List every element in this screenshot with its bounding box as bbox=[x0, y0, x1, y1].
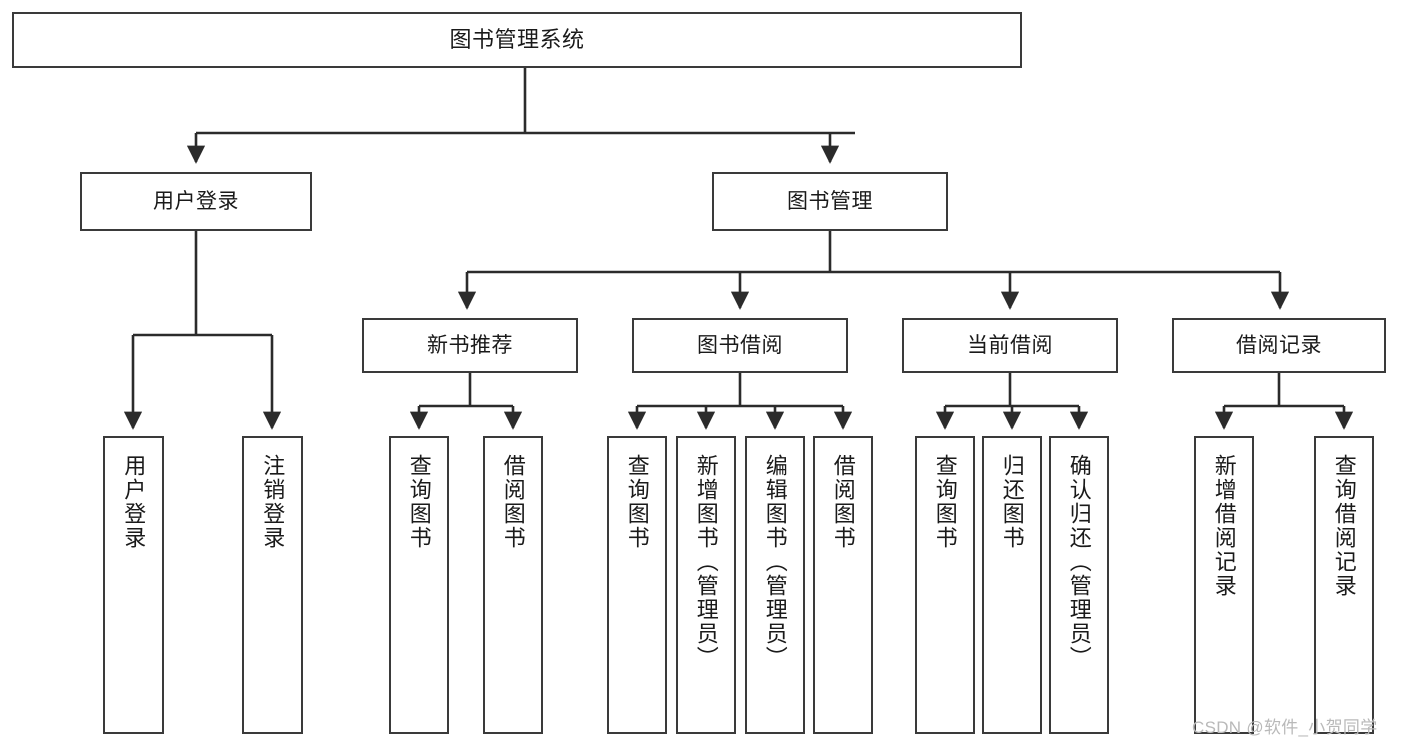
leaf-record-add-label: 新增借阅记录 bbox=[1211, 454, 1237, 598]
leaf-user-login-logout[interactable]: 注销登录 bbox=[242, 436, 303, 734]
leaf-record-query-label: 查询借阅记录 bbox=[1331, 454, 1357, 598]
leaf-borrow-add-book-label: 新增图书（管理员） bbox=[693, 454, 719, 670]
leaf-record-add[interactable]: 新增借阅记录 bbox=[1194, 436, 1254, 734]
watermark: CSDN @软件_小贺同学 bbox=[1192, 718, 1378, 737]
leaf-borrow-borrow-book[interactable]: 借阅图书 bbox=[813, 436, 873, 734]
leaf-current-query[interactable]: 查询图书 bbox=[915, 436, 975, 734]
leaf-record-query[interactable]: 查询借阅记录 bbox=[1314, 436, 1374, 734]
leaf-new-book-borrow[interactable]: 借阅图书 bbox=[483, 436, 543, 734]
node-book-borrow-label: 图书借阅 bbox=[697, 333, 783, 357]
node-book-borrow[interactable]: 图书借阅 bbox=[632, 318, 848, 373]
leaf-borrow-borrow-book-label: 借阅图书 bbox=[830, 454, 856, 550]
leaf-user-login-logout-label: 注销登录 bbox=[260, 454, 286, 550]
leaf-current-return-label: 归还图书 bbox=[999, 454, 1025, 550]
leaf-borrow-query-label: 查询图书 bbox=[624, 454, 650, 550]
node-book-management[interactable]: 图书管理 bbox=[712, 172, 948, 231]
leaf-new-book-borrow-label: 借阅图书 bbox=[500, 454, 526, 550]
leaf-current-confirm-return[interactable]: 确认归还（管理员） bbox=[1049, 436, 1109, 734]
node-root-label: 图书管理系统 bbox=[449, 26, 585, 52]
leaf-current-confirm-return-label: 确认归还（管理员） bbox=[1066, 454, 1092, 670]
node-new-book-recommend-label: 新书推荐 bbox=[427, 333, 513, 357]
node-current-borrow[interactable]: 当前借阅 bbox=[902, 318, 1118, 373]
leaf-borrow-edit-book[interactable]: 编辑图书（管理员） bbox=[745, 436, 805, 734]
node-book-management-label: 图书管理 bbox=[787, 189, 873, 213]
node-root[interactable]: 图书管理系统 bbox=[12, 12, 1022, 68]
leaf-new-book-query-label: 查询图书 bbox=[406, 454, 432, 550]
leaf-borrow-query[interactable]: 查询图书 bbox=[607, 436, 667, 734]
leaf-new-book-query[interactable]: 查询图书 bbox=[389, 436, 449, 734]
leaf-current-query-label: 查询图书 bbox=[932, 454, 958, 550]
node-new-book-recommend[interactable]: 新书推荐 bbox=[362, 318, 578, 373]
leaf-user-login-login[interactable]: 用户登录 bbox=[103, 436, 164, 734]
leaf-current-return[interactable]: 归还图书 bbox=[982, 436, 1042, 734]
leaf-borrow-edit-book-label: 编辑图书（管理员） bbox=[762, 454, 788, 670]
node-user-login-label: 用户登录 bbox=[153, 189, 239, 213]
leaf-borrow-add-book[interactable]: 新增图书（管理员） bbox=[676, 436, 736, 734]
leaf-user-login-login-label: 用户登录 bbox=[121, 454, 147, 550]
node-borrow-record[interactable]: 借阅记录 bbox=[1172, 318, 1386, 373]
node-user-login[interactable]: 用户登录 bbox=[80, 172, 312, 231]
node-current-borrow-label: 当前借阅 bbox=[967, 333, 1053, 357]
node-borrow-record-label: 借阅记录 bbox=[1236, 333, 1322, 357]
